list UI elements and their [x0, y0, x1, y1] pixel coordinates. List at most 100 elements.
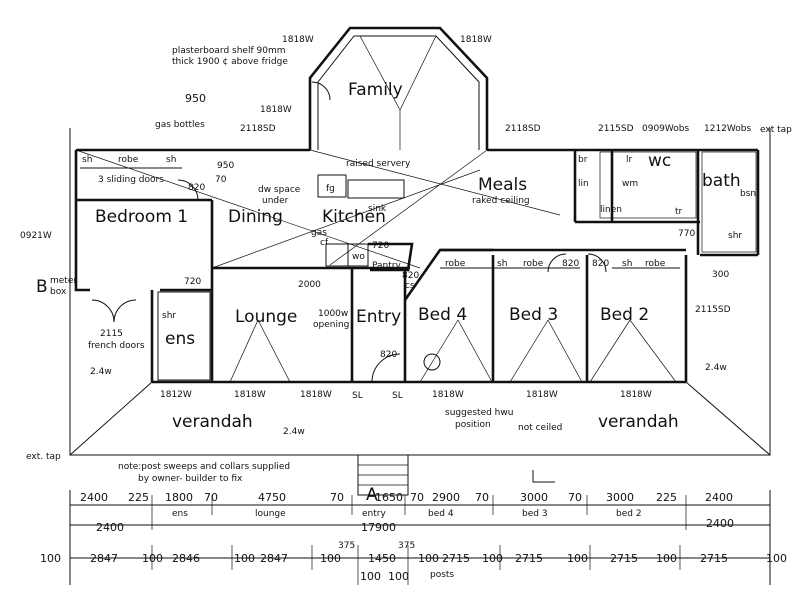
note-raised-servery: raised servery [346, 159, 411, 169]
dim-caption-ens: ens [172, 509, 188, 519]
label-770: 770 [678, 229, 695, 239]
dim-caption-lounge: lounge [255, 509, 286, 519]
note-sl-1: SL [352, 391, 363, 401]
dim-r3-1: 2847 [90, 552, 118, 565]
fixture-bsn: bsn [740, 189, 756, 199]
label-1818w-left: 1818W [260, 105, 292, 115]
dim-r3-10: 100 [418, 552, 439, 565]
note-hwu-1: suggested hwu [445, 408, 513, 418]
note-plasterboard-1: plasterboard shelf 90mm [172, 46, 285, 56]
fixture-cf: cf [320, 238, 329, 248]
label-2-4w-left: 2.4w [90, 367, 112, 377]
dim-caption-entry: entry [362, 509, 386, 519]
room-bed-4: Bed 4 [418, 305, 467, 325]
fixture-linen: linen [600, 205, 622, 215]
note-opening-2: opening [313, 320, 349, 330]
dim-r3-0: 100 [40, 552, 61, 565]
note-cs: cs [405, 281, 415, 291]
dimension-row-3: 100 2847 100 2846 100 2847 100 375 1450 … [40, 541, 787, 583]
label-1818w-top-left: 1818W [282, 35, 314, 45]
dim-r1-13: 225 [656, 491, 677, 504]
dim-caption-bed2: bed 2 [616, 509, 642, 519]
fixture-sh-bed1-left: sh [82, 155, 92, 165]
label-1818w-b4: 1818W [526, 390, 558, 400]
front-steps [357, 454, 555, 496]
dim-r3-7: 375 [338, 541, 355, 551]
label-2-4w-verandah: 2.4w [283, 427, 305, 437]
dim-caption-bed4: bed 4 [428, 509, 454, 519]
dim-r1-2: 1800 [165, 491, 193, 504]
dim-r3-8: 1450 [368, 552, 396, 565]
fixture-br: br [578, 155, 588, 165]
room-family: Family [348, 80, 403, 100]
note-sl-2: SL [392, 391, 403, 401]
dim-r3-13: 2715 [515, 552, 543, 565]
fixture-tr: tr [675, 207, 683, 217]
note-plasterboard-2: thick 1900 ¢ above fridge [172, 57, 288, 67]
dim-r3-6: 100 [320, 552, 341, 565]
fixture-robe-bed1: robe [118, 155, 139, 165]
dim-r3-3: 2846 [172, 552, 200, 565]
label-2000: 2000 [298, 280, 321, 290]
room-verandah-left: verandah [172, 412, 253, 432]
fixture-fg: fg [326, 184, 335, 194]
note-post-sweeps-1: note:post sweeps and collars supplied [118, 462, 290, 472]
dim-r3-sub-1: 100 [388, 570, 409, 583]
room-bedroom-1: Bedroom 1 [95, 207, 188, 227]
room-lounge: Lounge [235, 307, 297, 327]
note-raked-ceiling: raked ceiling [472, 196, 530, 206]
dim-r3-11: 2715 [442, 552, 470, 565]
note-french-doors: french doors [88, 341, 145, 351]
label-70: 70 [215, 175, 227, 185]
room-entry: Entry [356, 307, 401, 327]
label-1818w-top-right: 1818W [460, 35, 492, 45]
room-bed-2: Bed 2 [600, 305, 649, 325]
dim-r2-left: 2400 [96, 521, 124, 534]
note-hwu-2: position [455, 420, 491, 430]
label-2115sd-right: 2115SD [695, 305, 731, 315]
room-ens: ens [165, 329, 195, 349]
dimension-lines [69, 128, 771, 585]
label-1818w-b2: 1818W [300, 390, 332, 400]
fixture-shr-ens: shr [162, 311, 176, 321]
note-post-sweeps-2: by owner- builder to fix [138, 474, 243, 484]
dim-r3-16: 100 [656, 552, 677, 565]
dim-r1-3: 70 [204, 491, 218, 504]
fixture-robe-bed3: robe [523, 259, 544, 269]
label-950-vertical: 950 [217, 161, 234, 171]
room-pantry: Pantry [372, 261, 401, 271]
dim-r1-0: 2400 [80, 491, 108, 504]
dim-r1-11: 70 [568, 491, 582, 504]
dim-r2-total: 17900 [361, 521, 396, 534]
dim-r1-5: 70 [330, 491, 344, 504]
label-0921w: 0921W [20, 231, 52, 241]
note-posts: posts [430, 570, 454, 580]
label-1818w-b3: 1818W [432, 390, 464, 400]
fixture-sh-bed3: sh [497, 259, 507, 269]
size-labels: 1818W 1818W 950 1818W 2118SD 2118SD 2115… [20, 35, 751, 437]
dim-r3-9: 375 [398, 541, 415, 551]
label-820-front: 820 [380, 350, 397, 360]
dim-r3-17: 2715 [700, 552, 728, 565]
dim-r1-14: 2400 [705, 491, 733, 504]
dimension-row-1: 2400 225 1800 70 4750 70 1650 70 2900 70… [80, 491, 733, 519]
room-verandah-right: verandah [598, 412, 679, 432]
room-meals: Meals [478, 175, 527, 195]
note-meter: meter [50, 276, 77, 286]
label-820-bed1: 820 [188, 183, 205, 193]
fixture-labels: sh robe sh robe sh robe sh robe br lin l… [82, 155, 756, 321]
dim-r3-12: 100 [482, 552, 503, 565]
plan-notes: plasterboard shelf 90mm thick 1900 ¢ abo… [26, 46, 792, 580]
fixture-shr-bath: shr [728, 231, 742, 241]
label-2118sd-right: 2118SD [505, 124, 541, 134]
room-dining: Dining [228, 207, 283, 227]
fixture-robe-bed2: robe [645, 259, 666, 269]
label-820-entry: 820 [402, 271, 419, 281]
label-1812w: 1812W [160, 390, 192, 400]
note-gas-bottles: gas bottles [155, 120, 205, 130]
note-ext-tap-right: ext tap [760, 125, 792, 135]
label-300: 300 [712, 270, 729, 280]
room-labels: Family Meals Bedroom 1 Dining Kitchen Lo… [95, 80, 741, 432]
